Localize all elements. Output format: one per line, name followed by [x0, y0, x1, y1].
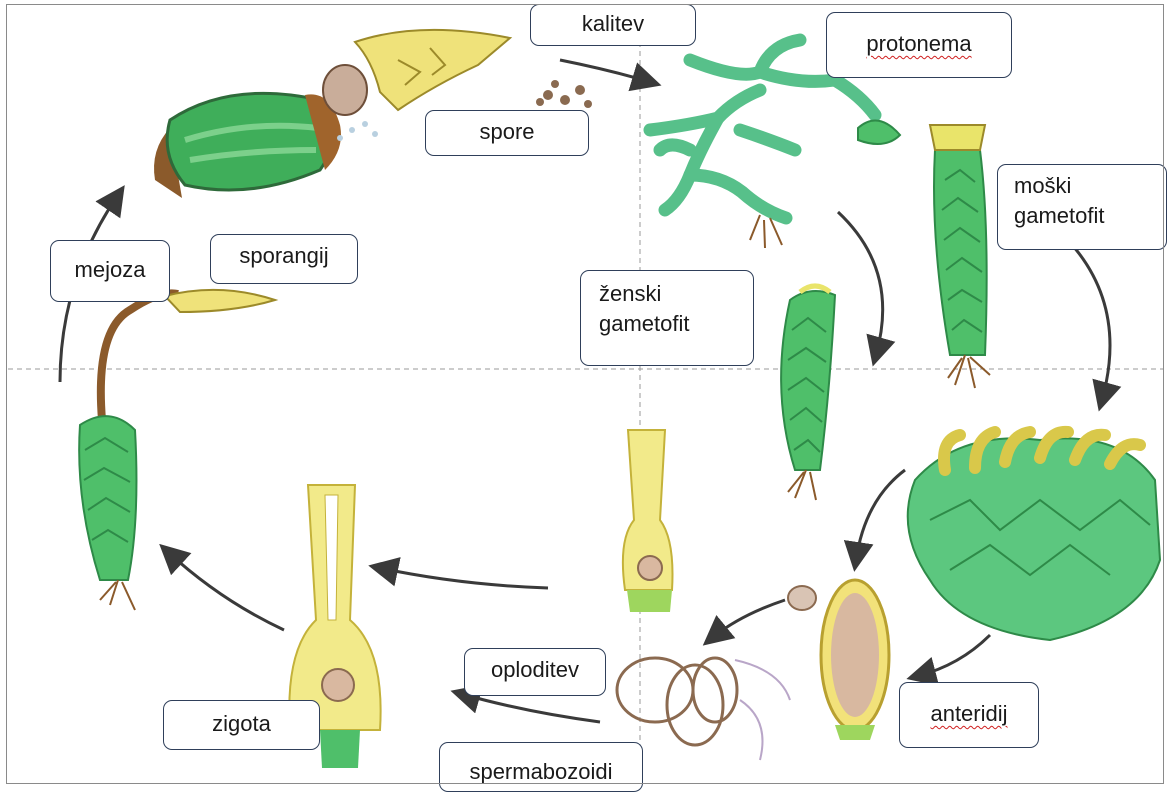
- arrow-antheridium-to-sperm: [712, 600, 785, 638]
- arrow-protonema-to-female: [838, 212, 883, 355]
- label-oploditev: oploditev: [464, 648, 606, 696]
- label-zenski-gametofit: ženski gametofit: [580, 270, 754, 366]
- arrow-spores-to-protonema: [560, 60, 650, 82]
- label-spore: spore: [425, 110, 589, 156]
- label-protonema: protonema: [826, 12, 1012, 78]
- label-protonema-text: protonema: [866, 31, 971, 56]
- arrow-protonema-to-male: [1060, 232, 1110, 400]
- antheridium-illustration: [821, 580, 889, 740]
- arrow-sperm-to-zygote: [462, 694, 600, 722]
- male-rosette-illustration: [908, 432, 1160, 640]
- archegonium-illustration: [623, 430, 673, 612]
- label-anteridij: anteridij: [899, 682, 1039, 748]
- arrow-male-to-antheridium: [918, 635, 990, 676]
- label-anteridij-text: anteridij: [930, 701, 1007, 726]
- arrow-zygote-to-sporophyte: [168, 552, 284, 630]
- label-sporangij: sporangij: [210, 234, 358, 284]
- arrow-female-to-archegonium: [856, 470, 905, 560]
- label-zigota: zigota: [163, 700, 320, 750]
- sperm-cell-illustration: [788, 586, 816, 610]
- label-spermatozoidi: spermabozoidi: [439, 742, 643, 792]
- label-kalitev: kalitev: [530, 4, 696, 46]
- label-mejoza: mejoza: [50, 240, 170, 302]
- male-gametophyte-illustration: [930, 125, 990, 388]
- spermatozoids-illustration: [617, 658, 790, 760]
- label-moski-gametofit: moški gametofit: [997, 164, 1167, 250]
- arrow-archegonium-to-zygote: [380, 568, 548, 588]
- female-gametophyte-illustration: [781, 286, 835, 500]
